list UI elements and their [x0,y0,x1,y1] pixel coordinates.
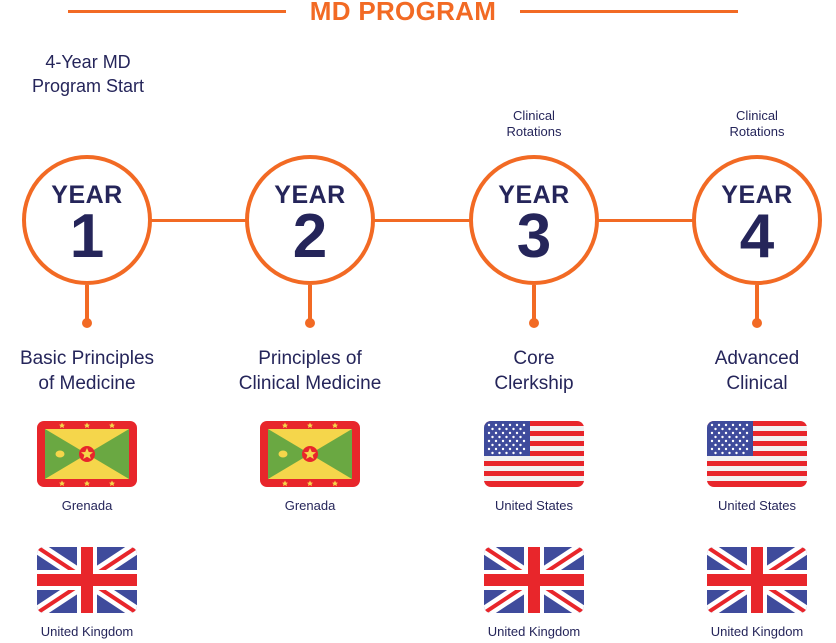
year-3-circle: YEAR 3 [469,155,599,285]
program-start-label: 4-Year MD Program Start [8,50,168,98]
year-4-column: Clinical Rotations YEAR 4 Advanced Clini… [677,0,836,643]
year-label: YEAR [721,181,793,209]
rotation-line1: Clinical [736,108,778,123]
uk-flag-icon [37,547,137,613]
year-label: YEAR [51,181,123,209]
phase-line1: Core [513,348,555,369]
location-label: Grenada [61,498,113,513]
us-flag-icon [707,421,807,487]
location-label: United States [494,498,574,513]
year-2-circle: YEAR 2 [245,155,375,285]
year-number: 1 [69,202,105,271]
year-2-phase: Principles of Clinical Medicine [210,346,410,396]
year-2-column: YEAR 2 Principles of Clinical Medicine [230,0,390,643]
us-flag-icon [484,421,584,487]
timeline-dot [305,318,315,328]
title-rule-right [520,10,738,13]
program-start-line1: 4-Year MD [45,52,131,72]
year-3-column: Clinical Rotations YEAR 3 Core Clerkship [454,0,614,643]
timeline-dot [82,318,92,328]
phase-line2: Clinical Medicine [238,373,382,394]
timeline-stem [532,285,536,321]
timeline-connector-3-4 [597,219,693,222]
location-label: United Kingdom [40,624,134,639]
uk-flag-icon [484,547,584,613]
timeline-connector-1-2 [150,219,246,222]
rotation-line2: Rotations [729,124,785,139]
year-4-circle: YEAR 4 [692,155,822,285]
rotation-line2: Rotations [506,124,562,139]
phase-line1: Advanced [714,348,800,369]
phase-line2: Clerkship [494,373,574,394]
clinical-rotations-label: Clinical Rotations [454,108,614,140]
phase-line2: of Medicine [38,373,136,394]
year-1-phase: Basic Principles of Medicine [0,346,187,396]
year-number: 2 [292,202,328,271]
timeline-dot [529,318,539,328]
timeline-stem [755,285,759,321]
timeline-stem [85,285,89,321]
timeline-stem [308,285,312,321]
location-label: Grenada [284,498,336,513]
phase-line1: Basic Principles [19,348,155,369]
uk-flag-icon [707,547,807,613]
location-label: United Kingdom [710,624,804,639]
page-title: MD PROGRAM [309,0,497,26]
year-1-circle: YEAR 1 [22,155,152,285]
location-label: United Kingdom [487,624,581,639]
year-label: YEAR [498,181,570,209]
year-number: 3 [516,202,552,271]
phase-line2: Clinical [726,373,788,394]
year-3-phase: Core Clerkship [434,346,634,396]
clinical-rotations-label: Clinical Rotations [677,108,836,140]
timeline-connector-2-3 [374,219,470,222]
title-rule-left [68,10,286,13]
program-start-line2: Program Start [31,76,145,96]
phase-line1: Principles of [258,348,362,369]
year-label: YEAR [274,181,346,209]
year-number: 4 [739,202,775,271]
timeline-dot [752,318,762,328]
grenada-flag-icon [260,421,360,487]
grenada-flag-icon [37,421,137,487]
year-4-phase: Advanced Clinical [657,346,836,396]
year-1-column: YEAR 1 Basic Principles of Medicine Gr [7,0,167,643]
rotation-line1: Clinical [513,108,555,123]
location-label: United States [717,498,797,513]
header: MD PROGRAM [0,0,836,26]
